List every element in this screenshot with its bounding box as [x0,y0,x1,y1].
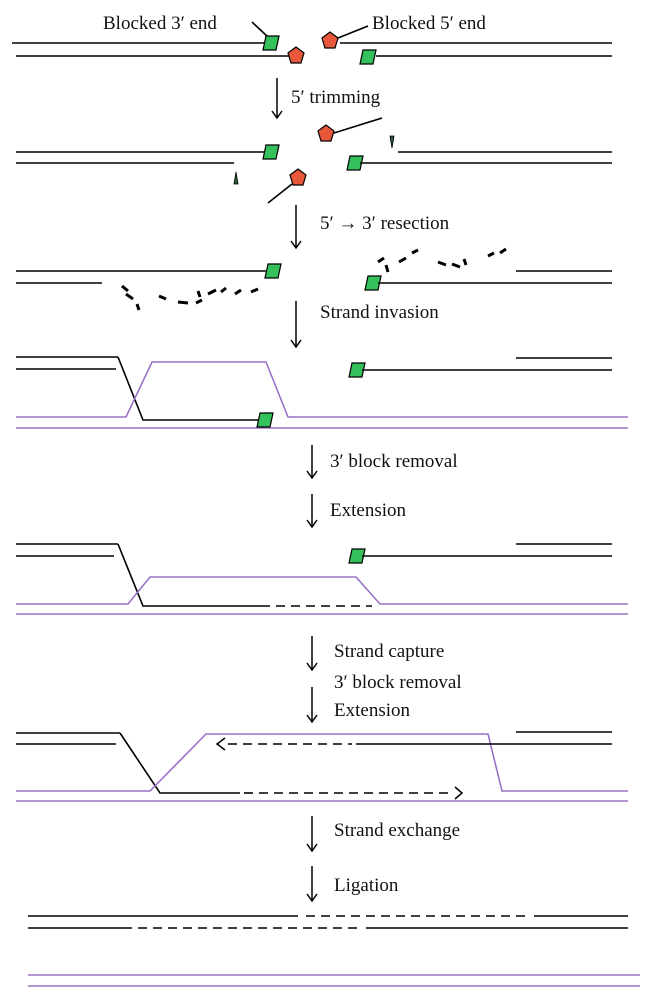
blocked-3-end-icon [346,155,364,171]
blocked-3-end-icon [348,548,366,564]
released-fragment [333,117,383,134]
label-ligation: Ligation [334,875,399,896]
arrow-invasion: Strand invasion [290,301,439,349]
blocked-5-end-icon [287,46,305,64]
label-exchange: Strand exchange [334,820,460,841]
arrow-extension: Extension [306,494,406,529]
invading-strand [119,732,240,794]
label-blocked-3-end: Blocked 3′ end [103,13,217,34]
arrow-exchange: Strand exchange [306,816,460,853]
invading-strand [117,356,262,421]
label-extension-2: Extension [334,700,410,721]
blocked-3-end-icon [262,144,280,160]
arrow-ligation: Ligation [306,866,399,903]
blocked-3-end-icon [348,362,366,378]
arrow-block-removal: 3′ block removal [306,445,458,480]
label-resection: 5′ → 3′ resection [320,213,450,234]
label-capture: Strand capture [334,641,444,662]
stage-invasion [16,356,628,429]
callout-line [337,25,369,39]
label-extension: Extension [330,500,406,521]
homolog-strand [16,361,628,418]
arrow-trimming: 5′ trimming [271,78,381,120]
stage-extension [16,543,628,615]
label-block-removal-2: 3′ block removal [334,672,462,693]
blocked-3-end-icon [256,412,274,428]
stage-resection [16,247,612,311]
blocked-3-end-icon [364,275,382,291]
blocked-3-end-icon [264,263,282,279]
callout-line [251,21,269,38]
label-block-removal: 3′ block removal [330,451,458,472]
stage-blocked-ends: Blocked 3′ end Blocked 5′ end [12,13,612,65]
stage-trimming [16,117,612,204]
blocked-5-end-icon [321,31,339,49]
synthesis-arrowhead [454,786,464,800]
synthesis-arrowhead [215,737,226,751]
arrow-resection: 5′ → 3′ resection [290,205,450,250]
invading-strand [117,543,270,607]
blocked-3-end-icon [359,49,377,65]
stage-capture [16,731,628,802]
label-trimming: 5′ trimming [291,87,381,108]
degraded-nucleotides [377,247,507,273]
arrow-capture: Strand capture [306,636,444,672]
cut-site-icon [233,171,239,185]
stage-ligation [28,915,640,987]
cut-site-icon [389,135,395,149]
homolog-strand [16,733,628,792]
blocked-5-end-icon [289,168,307,186]
arrow-block-removal-2: 3′ block removal Extension [306,672,462,724]
released-fragment [267,183,293,204]
homolog-strand [16,576,628,605]
blocked-5-end-icon [317,124,335,142]
blocked-3-end-icon [262,35,280,51]
label-blocked-5-end: Blocked 5′ end [372,13,486,34]
degraded-nucleotides [121,284,259,311]
label-invasion: Strand invasion [320,302,439,323]
